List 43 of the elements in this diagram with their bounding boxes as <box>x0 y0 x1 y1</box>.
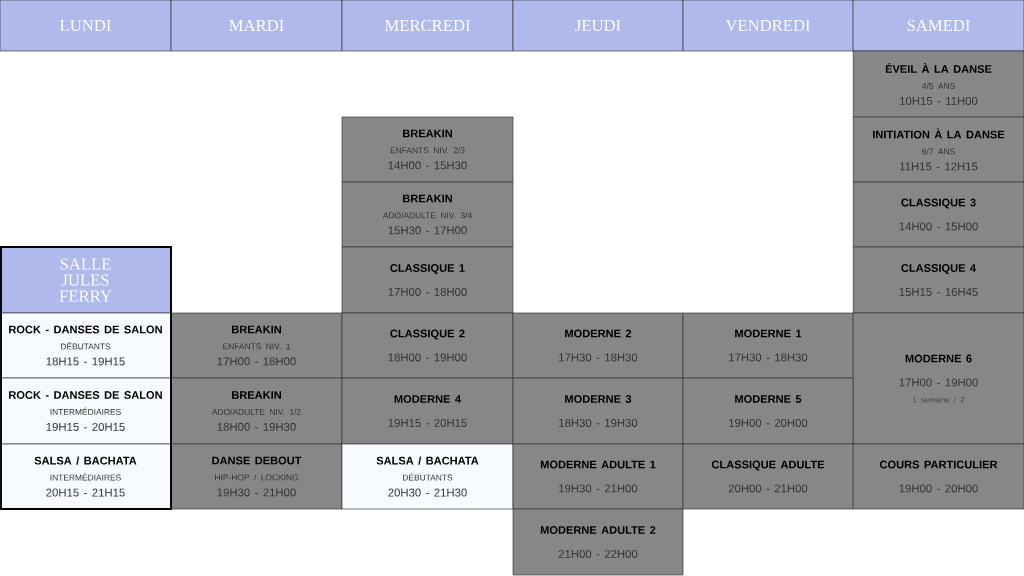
class-cell: MODERNE 4 19H15 - 20H15 <box>341 377 514 445</box>
class-cell: BREAKIN ADO/ADULTE NIV. 3/4 15H30 - 17H00 <box>341 181 514 248</box>
class-cell: MODERNE ADULTE 2 21H00 - 22H00 <box>512 508 684 576</box>
node-label: 14H00 - 15H00 <box>899 222 978 231</box>
class-cell: BREAKIN ADO/ADULTE NIV. 1/2 18H00 - 19H30 <box>170 377 343 445</box>
class-cell: BREAKIN ENFANTS NIV. 1 17H00 - 18H00 <box>170 312 343 379</box>
class-cell: MODERNE ADULTE 1 19H30 - 21H00 <box>512 443 684 510</box>
node-label: CLASSIQUE 4 <box>901 264 977 274</box>
class-cell: CLASSIQUE 2 18H00 - 19H00 <box>341 312 514 379</box>
node-label: 6/7 ANS <box>922 148 955 155</box>
class-cell: CLASSIQUE 4 15H15 - 16H45 <box>852 246 1024 314</box>
day-header: JEUDI <box>512 0 684 52</box>
class-cell: SALSA / BACHATA INTERMÉDIAIRES 20H15 - 21H15 <box>0 443 172 510</box>
node-label: CLASSIQUE 3 <box>901 198 976 209</box>
class-cell: CLASSIQUE ADULTE 20H00 - 21H00 <box>682 443 854 510</box>
class-cell: ROCK - DANSES DE SALON DÉBUTANTS 18H15 - 19H15 <box>0 312 172 379</box>
class-cell: BREAKIN ENFANTS NIV. 2/3 14H00 - 15H30 <box>341 116 514 183</box>
day-header: VENDREDI <box>682 0 854 52</box>
node-label: INITIATION À LA DANSE <box>873 128 1005 139</box>
class-cell: ÉVEIL À LA DANSE 4/5 ANS 10H15 - 11H00 <box>852 50 1024 118</box>
class-cell: INITIATION À LA DANSE 6/7 ANS 11H15 - 12H15 <box>852 116 1024 183</box>
day-header: LUNDI <box>0 0 172 52</box>
node-label: 4/5 ANS <box>922 82 955 89</box>
class-cell: MODERNE 3 18H30 - 19H30 <box>512 377 684 445</box>
node-label: MODERNE 6 <box>905 354 972 363</box>
node-label: 15H15 - 16H45 <box>899 287 978 296</box>
node-label: ÉVEIL À LA DANSE <box>885 63 992 73</box>
class-cell: CLASSIQUE 3 14H00 - 15H00 <box>852 181 1024 248</box>
node-label: 10H15 - 11H00 <box>900 96 978 105</box>
day-header: MERCREDI <box>341 0 514 52</box>
class-cell: DANSE DEBOUT HIP-HOP / LOCKING 19H30 - 21H00 <box>170 443 343 510</box>
class-cell: CLASSIQUE 1 17H00 - 18H00 <box>341 246 514 314</box>
class-cell: MODERNE 1 17H30 - 18H30 <box>682 312 854 379</box>
day-header: MARDI <box>170 0 343 52</box>
class-cell: ROCK - DANSES DE SALON INTERMÉDIAIRES 19H15 - 20H15 <box>0 377 172 445</box>
class-cell: MODERNE 2 17H30 - 18H30 <box>512 312 684 379</box>
class-cell: MODERNE 5 19H00 - 20H00 <box>682 377 854 445</box>
node-label: 11H15 - 12H15 <box>900 162 978 171</box>
node-label: 17H00 - 19H00 <box>899 378 978 387</box>
class-cell: COURS PARTICULIER 19H00 - 20H00 <box>852 443 1024 510</box>
room-header: SALLE JULES FERRY <box>0 246 172 314</box>
class-cell: SALSA / BACHATA DÉBUTANTS 20H30 - 21H30 <box>341 443 514 510</box>
day-header: SAMEDI <box>852 0 1024 52</box>
